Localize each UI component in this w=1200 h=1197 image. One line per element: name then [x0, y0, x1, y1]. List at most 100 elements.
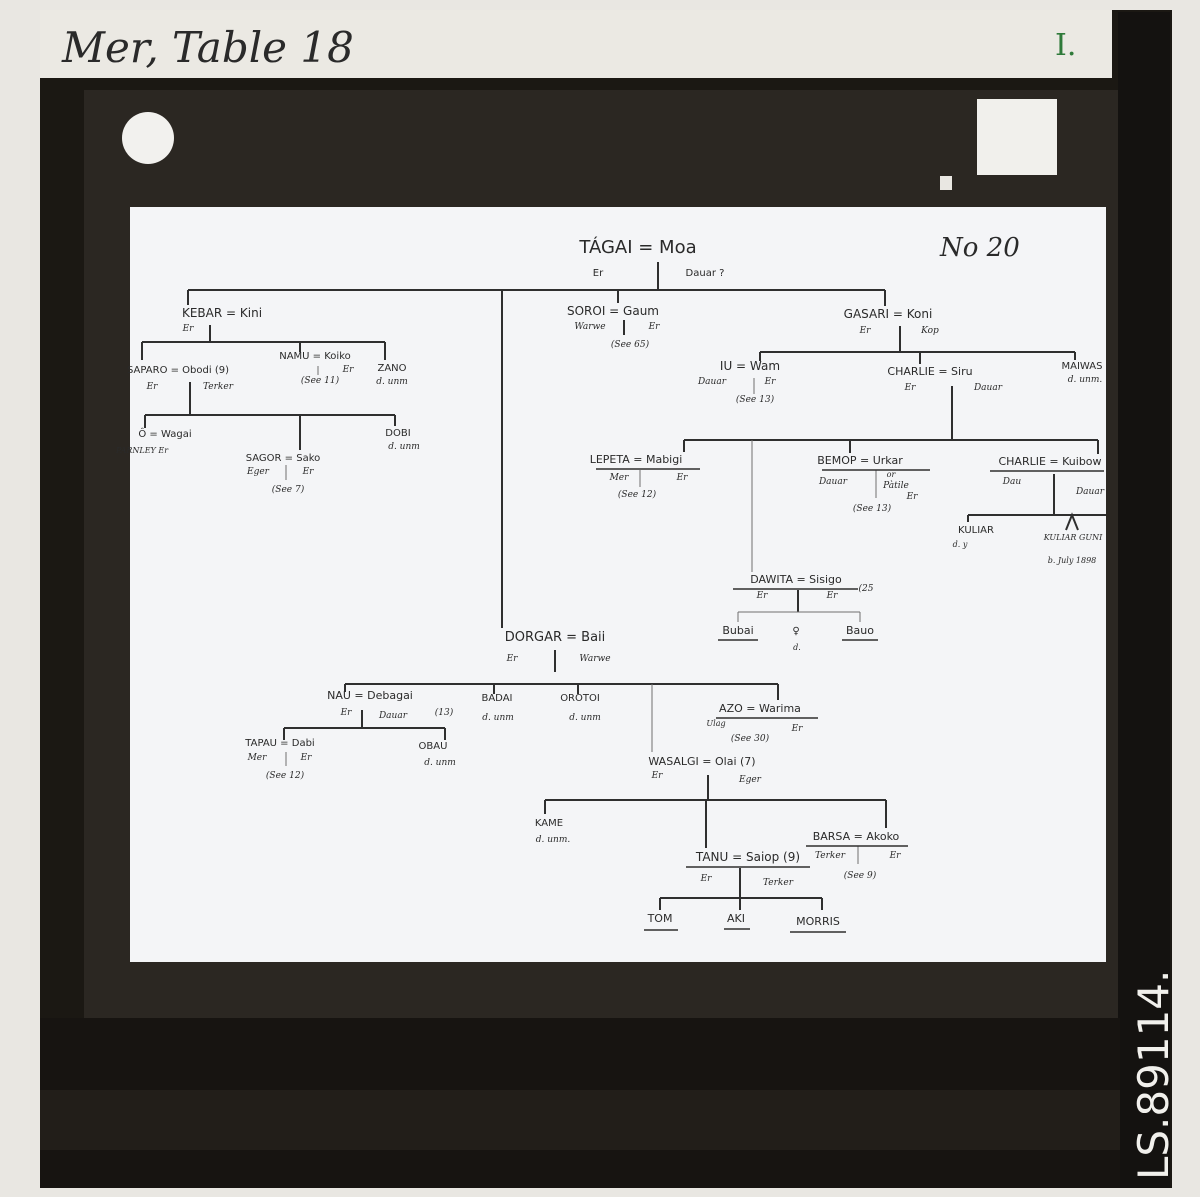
person-label-tagai-dauar: Dauar ?	[686, 268, 725, 279]
person-label-lepeta: LEPETA = Mabigi	[590, 453, 683, 466]
person-label-tapau: TAPAU = Dabi	[244, 738, 314, 749]
person-label-sagor-eger: Eger	[246, 467, 270, 477]
person-label-wasalgi-eger: Eger	[738, 775, 762, 785]
person-label-kebar-er: Er	[182, 324, 195, 334]
person-label-barsa-er: Er	[889, 851, 902, 861]
paper-chip	[940, 176, 952, 190]
person-label-bemop-dauar: Dauar	[818, 477, 848, 487]
person-label-nau: NAU = Debagai	[327, 689, 413, 702]
person-label-tom: TOM	[647, 912, 673, 925]
person-label-saparo-er: Er	[146, 382, 159, 392]
person-label-namu-er: Er	[342, 365, 355, 375]
person-label-sagor: SAGOR = Sako	[246, 453, 321, 464]
person-label-orotoi-dunm: d. unm	[569, 713, 601, 723]
person-label-iu-dauar: Dauar	[697, 377, 727, 387]
person-label-charlie1-dauar: Dauar	[973, 383, 1003, 393]
person-label-charlie2-dauar: Dauar	[1075, 487, 1105, 497]
person-label-namu-see: (See 11)	[301, 375, 340, 386]
person-label-nau-er: Er	[340, 708, 353, 718]
punch-hole-square	[977, 99, 1057, 175]
bottom-band-light	[40, 1090, 1120, 1150]
person-label-barsa: BARSA = Akoko	[813, 830, 900, 843]
person-label-tapau-see: (See 12)	[266, 770, 305, 781]
person-label-obau: OBAU	[419, 741, 448, 752]
person-label-namu: NAMU = Koiko	[279, 351, 351, 362]
person-label-azo: AZO = Warima	[719, 702, 801, 715]
person-label-aki: AKI	[727, 912, 745, 925]
page-number: No 20	[939, 233, 1020, 263]
person-label-charlie2: CHARLIE = Kuibow	[998, 455, 1101, 468]
kuliar-guni-caret	[1065, 512, 1079, 531]
person-label-azo-see: (See 30)	[731, 733, 770, 744]
person-label-lepeta-er: Er	[676, 473, 689, 483]
person-label-azo-er: Er	[791, 724, 804, 734]
person-label-maiwas-dunm: d. unm.	[1068, 375, 1103, 385]
person-label-kuliar: KULIAR	[958, 525, 994, 536]
paper-label	[40, 10, 1112, 78]
person-label-tanu-er: Er	[700, 874, 713, 884]
person-label-dobi-dunm: d. unm	[388, 442, 420, 452]
person-label-kame: KAME	[535, 818, 563, 829]
person-label-bemop-er: Er	[906, 492, 919, 502]
person-label-soroi: SOROI = Gaum	[567, 304, 659, 318]
person-label-tapau-mer: Mer	[247, 753, 268, 763]
person-label-nau-dauar: Dauar	[378, 711, 408, 721]
person-label-gasari-kop: Kop	[920, 326, 939, 336]
person-label-dawita-er: Er	[756, 591, 769, 601]
person-label-kuliar-dy: d. y	[953, 540, 968, 549]
person-label-dawita-25: (25	[859, 583, 874, 594]
person-label-sagor-er: Er	[302, 467, 315, 477]
person-label-dorgar-er: Er	[506, 654, 519, 664]
person-label-barsa-see: (See 9)	[844, 870, 877, 881]
person-label-dorgar-warwe: Warwe	[579, 654, 610, 664]
person-label-wasalgi: WASALGI = Olai (7)	[648, 755, 755, 768]
person-label-tagai-er: Er	[593, 268, 604, 279]
slide-title: Mer, Table 18	[61, 23, 354, 72]
person-label-lepeta-mer: Mer	[609, 473, 630, 483]
person-label-bemop: BEMOP = Urkar	[817, 454, 903, 467]
person-label-charlie1-er: Er	[904, 383, 917, 393]
person-label-iu-see: (See 13)	[736, 394, 775, 405]
person-label-tanu-terker: Terker	[763, 878, 794, 888]
person-label-saparo-terker: Terker	[203, 382, 234, 392]
punch-hole-circle	[122, 112, 174, 164]
person-label-bemop-or: or	[887, 470, 897, 479]
person-label-nau-13: (13)	[435, 707, 454, 718]
person-label-zano-dunm: d. unm	[376, 377, 408, 387]
person-label-tanu: TANU = Saiop (9)	[695, 850, 800, 864]
person-label-bubai-mid: ♀	[792, 626, 799, 637]
person-label-saparo: SAPARO = Obodi (9)	[127, 365, 229, 376]
person-label-tapau-er: Er	[300, 753, 313, 763]
person-label-kame-dunm: d. unm.	[536, 835, 571, 845]
person-label-sagor-see: (See 7)	[272, 484, 305, 495]
person-label-badai: BADAI	[481, 693, 512, 704]
person-label-lepeta-see: (See 12)	[618, 489, 657, 500]
person-label-barsa-terker: Terker	[815, 851, 846, 861]
person-label-dawita-er2: Er	[826, 591, 839, 601]
person-label-kuliar-date: b. July 1898	[1048, 556, 1097, 565]
pedigree-sheet	[130, 207, 1106, 962]
person-label-kebar: KEBAR = Kini	[182, 306, 262, 320]
person-label-wagai-sub: PARNLEY Er	[115, 446, 169, 455]
person-label-wagai: Ô = Wagai	[138, 427, 191, 440]
person-label-wasalgi-er: Er	[651, 771, 664, 781]
person-label-bemop-patile: Pàtile	[882, 480, 909, 491]
person-label-kuliar-gun: KULIAR GUNI	[1043, 533, 1103, 542]
person-label-dawita: DAWITA = Sisigo	[750, 573, 842, 586]
person-label-soroi-see: (See 65)	[611, 339, 650, 350]
accession-number: LS.89114.	[1129, 970, 1178, 1180]
person-label-dorgar: DORGAR = Baii	[505, 630, 606, 645]
person-label-morris: MORRIS	[796, 915, 840, 928]
person-label-gasari-er: Er	[859, 326, 872, 336]
person-label-zano: ZANO	[377, 363, 406, 374]
person-label-soroi-er: Er	[648, 322, 661, 332]
person-label-obau-dunm: d. unm	[424, 758, 456, 768]
person-label-maiwas: MAIWAS	[1062, 361, 1103, 372]
person-label-badai-dunm: d. unm	[482, 713, 514, 723]
person-label-iu-er: Er	[764, 377, 777, 387]
person-label-dobi: DOBI	[385, 428, 410, 439]
person-label-bauo: Bauo	[846, 624, 874, 637]
person-label-bubai: Bubai	[722, 624, 753, 637]
